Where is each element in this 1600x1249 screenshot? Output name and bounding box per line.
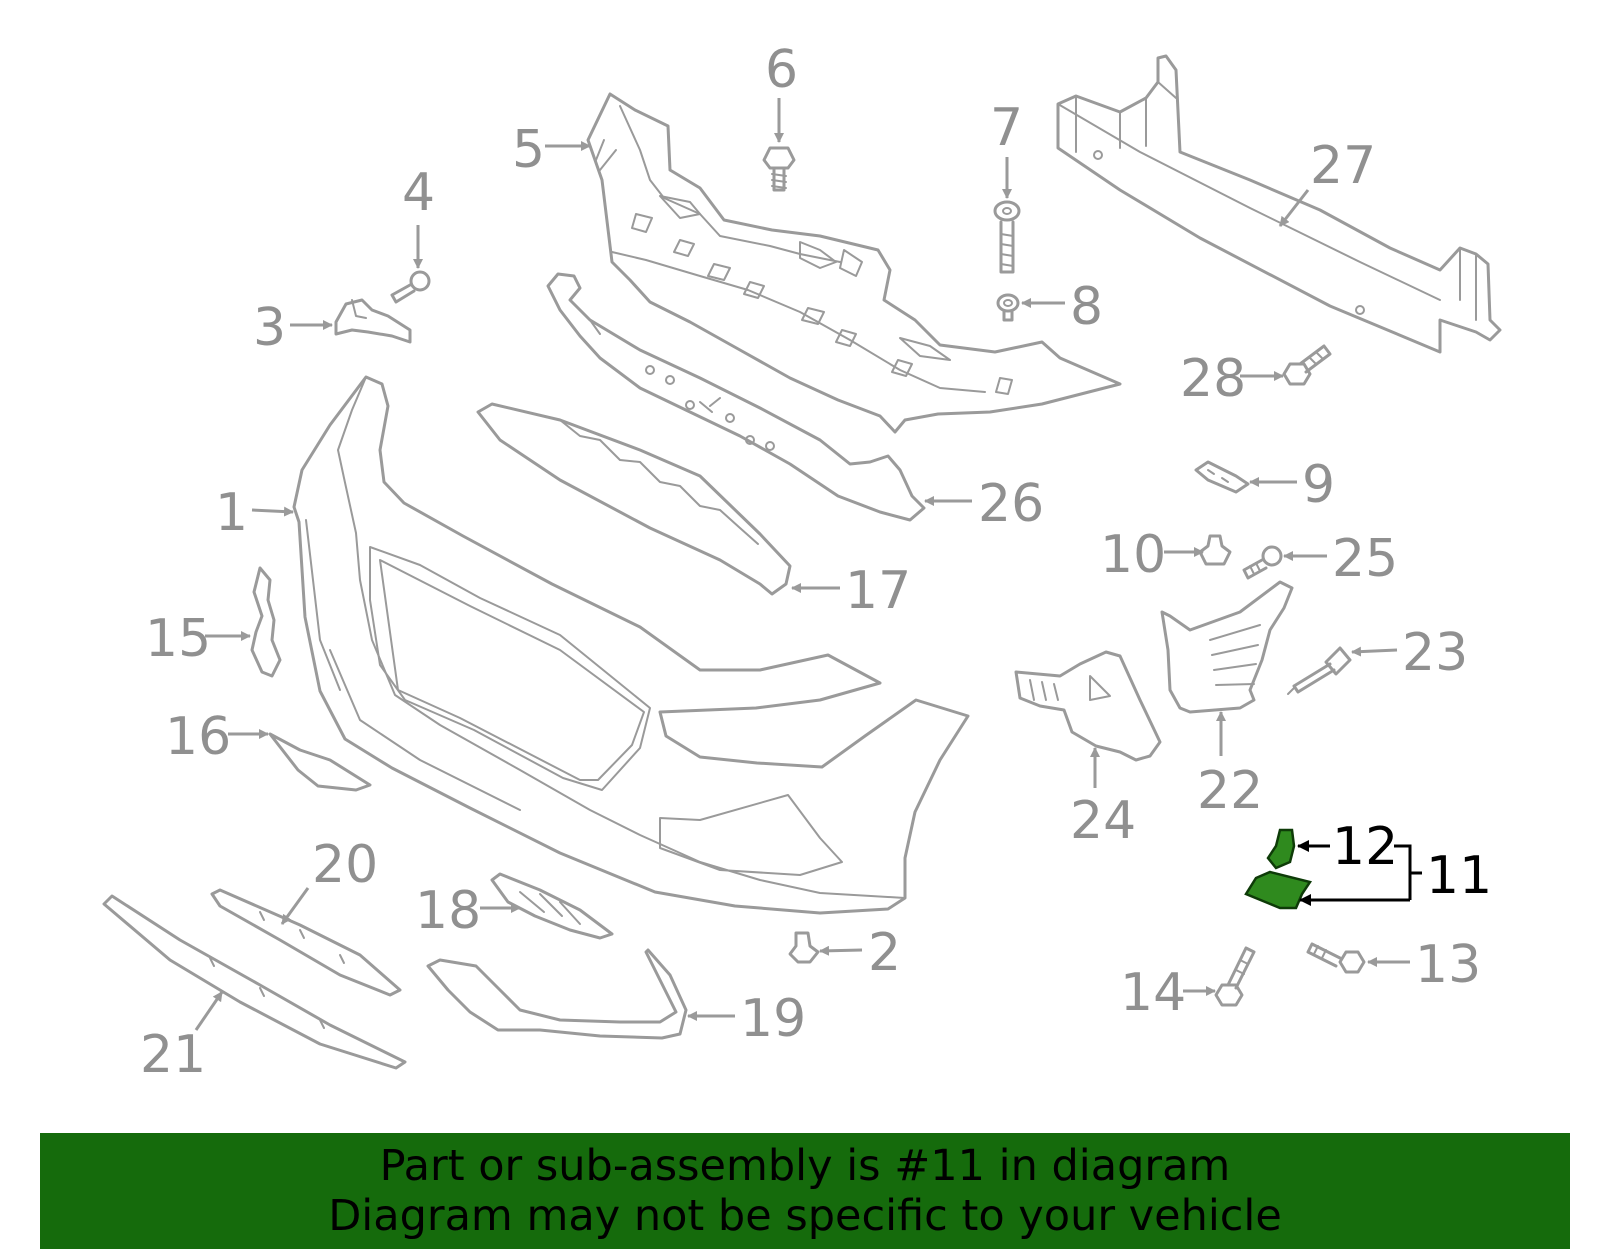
part-26-lower-reinforcement: [546, 272, 926, 522]
callout-19: 19: [740, 989, 806, 1049]
part-24-bracket: [1014, 650, 1162, 762]
callout-1: 1: [215, 483, 248, 543]
callout-27: 27: [1310, 136, 1376, 196]
part-1-bumper-cover: [292, 375, 970, 915]
part-15-bracket: [250, 566, 282, 678]
callout-3: 3: [253, 298, 286, 358]
part-4-screw: [390, 270, 431, 304]
part-3-bracket: [334, 298, 412, 344]
callout-4: 4: [402, 163, 435, 223]
part-6-bolt: [762, 146, 796, 192]
part-17-absorber: [476, 402, 792, 596]
part-23-rivet: [1287, 646, 1352, 695]
part-22-bracket: [1160, 580, 1294, 714]
callout-24: 24: [1070, 791, 1136, 851]
callout-15: 15: [145, 609, 211, 669]
callout-11: 11: [1426, 846, 1492, 906]
callout-7: 7: [990, 98, 1023, 158]
callout-10: 10: [1100, 525, 1166, 585]
part-10-clip: [1198, 534, 1232, 566]
part-19-trim: [426, 948, 688, 1040]
part-13-screw: [1306, 942, 1366, 974]
part-16-trim: [268, 732, 372, 792]
callout-16: 16: [165, 707, 231, 767]
notice-line-1: Part or sub-assembly is #11 in diagram: [379, 1141, 1231, 1191]
part-21-trim-strip: [102, 894, 407, 1070]
callout-26: 26: [978, 474, 1044, 534]
part-9-bracket: [1194, 460, 1250, 494]
callout-5: 5: [512, 120, 545, 180]
callout-14: 14: [1120, 963, 1186, 1023]
part-14-bolt: [1214, 946, 1256, 1007]
notice-banner: Part or sub-assembly is #11 in diagram D…: [40, 1133, 1570, 1249]
part-28-bolt: [1282, 344, 1332, 386]
callout-28: 28: [1180, 349, 1246, 409]
part-25-screw: [1242, 545, 1283, 580]
callout-20: 20: [312, 835, 378, 895]
callout-17: 17: [845, 561, 911, 621]
notice-line-2: Diagram may not be specific to your vehi…: [328, 1191, 1282, 1241]
parts-diagram: 1 2 3 4 5 6 7: [102, 40, 1502, 1085]
callout-21: 21: [140, 1025, 206, 1085]
part-18-trim: [490, 872, 614, 940]
part-20-trim-strip: [210, 888, 402, 997]
callout-22: 22: [1197, 761, 1263, 821]
callout-25: 25: [1332, 529, 1398, 589]
part-7-stud: [993, 200, 1021, 274]
callout-23: 23: [1402, 623, 1468, 683]
callout-12: 12: [1332, 817, 1398, 877]
part-12-clip: [1266, 828, 1296, 870]
callout-18: 18: [415, 881, 481, 941]
callout-13: 13: [1415, 935, 1481, 995]
part-2-clip: [788, 931, 820, 964]
callout-8: 8: [1070, 277, 1103, 337]
part-8-nut: [996, 293, 1020, 322]
callout-2: 2: [868, 923, 901, 983]
callout-6: 6: [765, 40, 798, 100]
part-11-sensor-bracket: [1244, 870, 1313, 910]
callout-9: 9: [1302, 455, 1335, 515]
part-27-impact-bar: [1056, 54, 1502, 354]
part-5-upper-carrier: [586, 92, 1122, 434]
